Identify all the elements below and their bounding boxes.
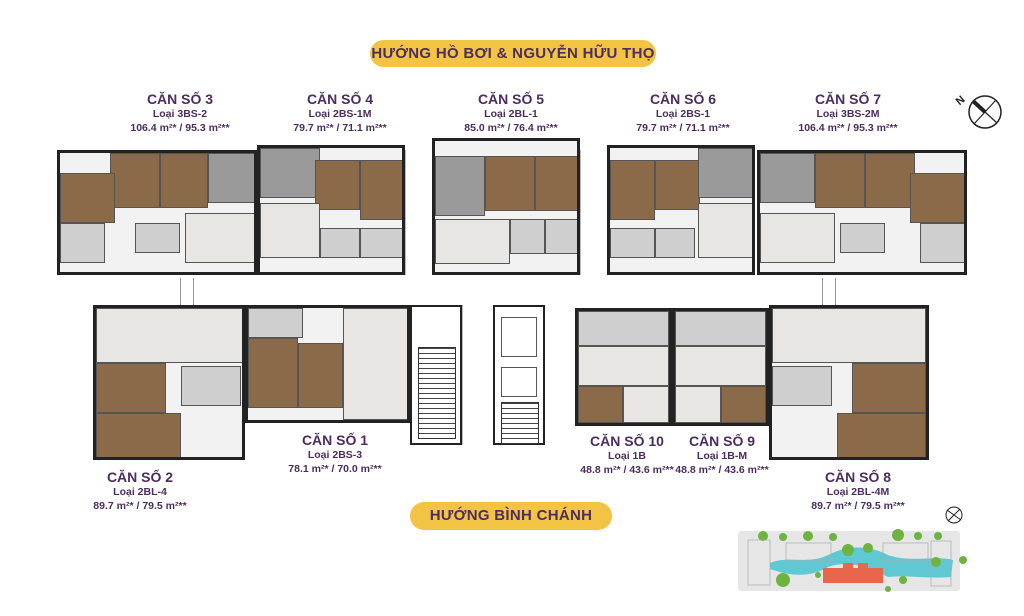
top-direction-banner: HƯỚNG HỒ BƠI & NGUYỄN HỮU THỌ [370,40,656,67]
unit-10-plan[interactable] [575,308,672,426]
minimap-compass-icon [945,506,963,524]
unit-6-plan[interactable] [607,145,755,275]
corridor [100,278,960,304]
unit-2-plan[interactable] [93,305,245,460]
svg-text:N: N [954,94,968,108]
stair-core-left [410,305,462,445]
corridor-connector [822,278,836,306]
unit-3-plan[interactable] [57,150,257,275]
compass-icon: N [954,94,1002,129]
unit-7-plan[interactable] [757,150,967,275]
unit-4-plan[interactable] [257,145,405,275]
unit-8-plan[interactable] [769,305,929,460]
corridor-connector [180,278,194,306]
elevator-core [493,305,545,445]
unit-9-plan[interactable] [672,308,769,426]
bottom-direction-banner: HƯỚNG BÌNH CHÁNH [410,502,612,530]
light-well [405,150,434,275]
light-well [580,150,609,275]
site-minimap [738,506,967,592]
unit-1-plan[interactable] [245,305,410,423]
unit-5-plan[interactable] [432,138,580,275]
lobby [462,305,495,445]
